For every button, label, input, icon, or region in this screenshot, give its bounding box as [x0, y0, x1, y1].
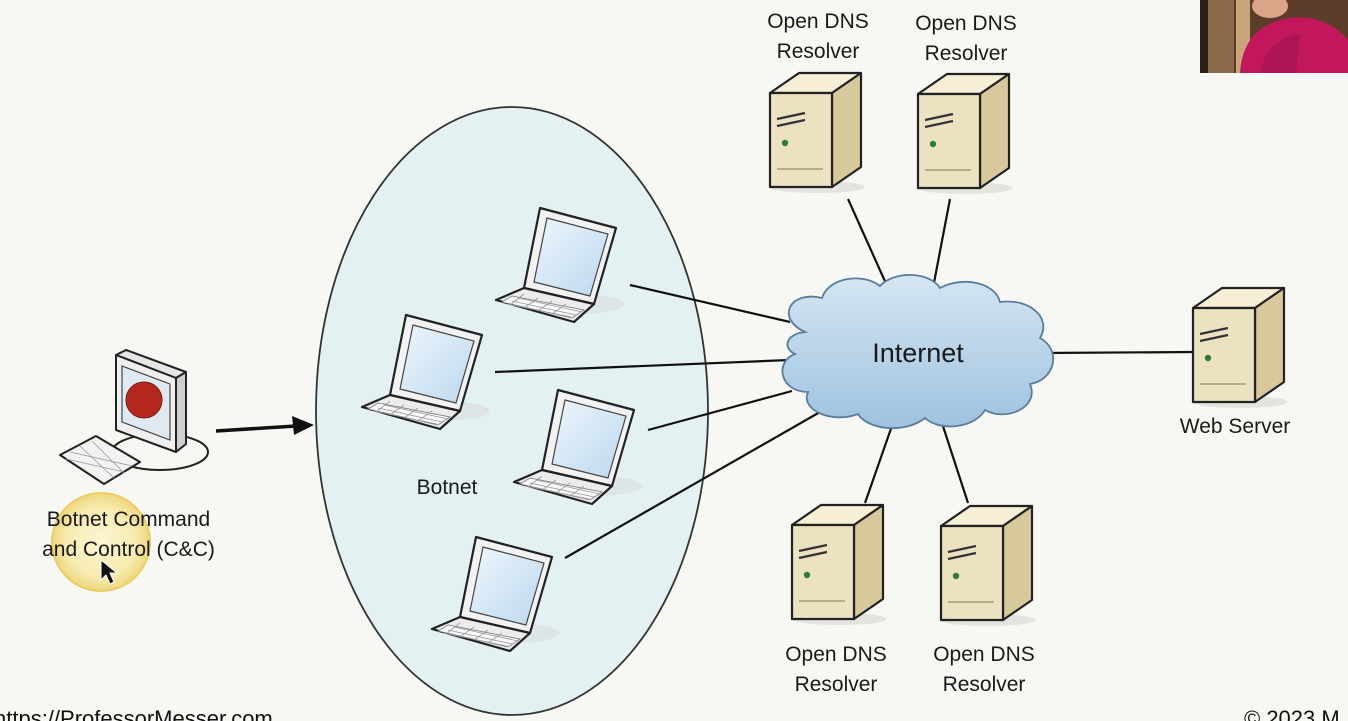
footer-url[interactable]: https://ProfessorMesser.com — [0, 706, 273, 721]
dns-top-left-label: Open DNS Resolver — [767, 10, 869, 63]
dns-server-top-left-icon — [767, 71, 867, 195]
cnc-arrow — [215, 416, 314, 435]
cnc-label: Botnet Command and Control (C&C) — [42, 508, 215, 561]
dns-bottom-right-label: Open DNS Resolver — [933, 643, 1035, 696]
footer-copyright: © 2023 M — [1244, 706, 1340, 721]
internet-label: Internet — [872, 338, 964, 368]
dns-server-bottom-right-icon — [938, 504, 1038, 628]
web-server-icon — [1190, 286, 1290, 410]
mouse-cursor-icon — [100, 558, 119, 585]
dns-bottom-left-label: Open DNS Resolver — [785, 643, 887, 696]
web-server-label: Web Server — [1179, 415, 1291, 438]
connection-lines — [494, 198, 1196, 559]
botnet-ellipse — [315, 106, 709, 716]
dns-server-bottom-left-icon — [789, 503, 889, 627]
cursor-highlight — [51, 492, 151, 592]
dns-top-right-label: Open DNS Resolver — [915, 12, 1017, 65]
internet-cloud — [781, 274, 1055, 430]
cnc-desktop-icon — [59, 349, 209, 485]
webcam-inset — [1200, 0, 1348, 73]
dns-server-top-right-icon — [915, 72, 1015, 196]
botnet-label: Botnet — [416, 476, 478, 499]
